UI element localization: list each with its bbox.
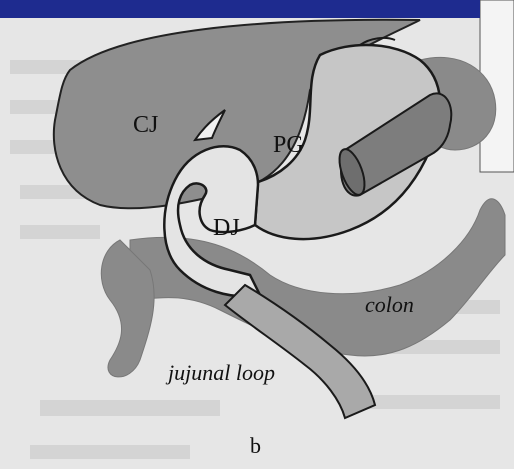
label-jejunal-loop: jujunal loop (168, 360, 275, 386)
label-colon: colon (365, 292, 414, 318)
header-band-fill (0, 0, 480, 18)
label-dj: DJ (213, 215, 240, 242)
figure-letter: b (250, 433, 261, 459)
label-cj: CJ (133, 112, 158, 139)
label-pg: PG (273, 132, 304, 159)
